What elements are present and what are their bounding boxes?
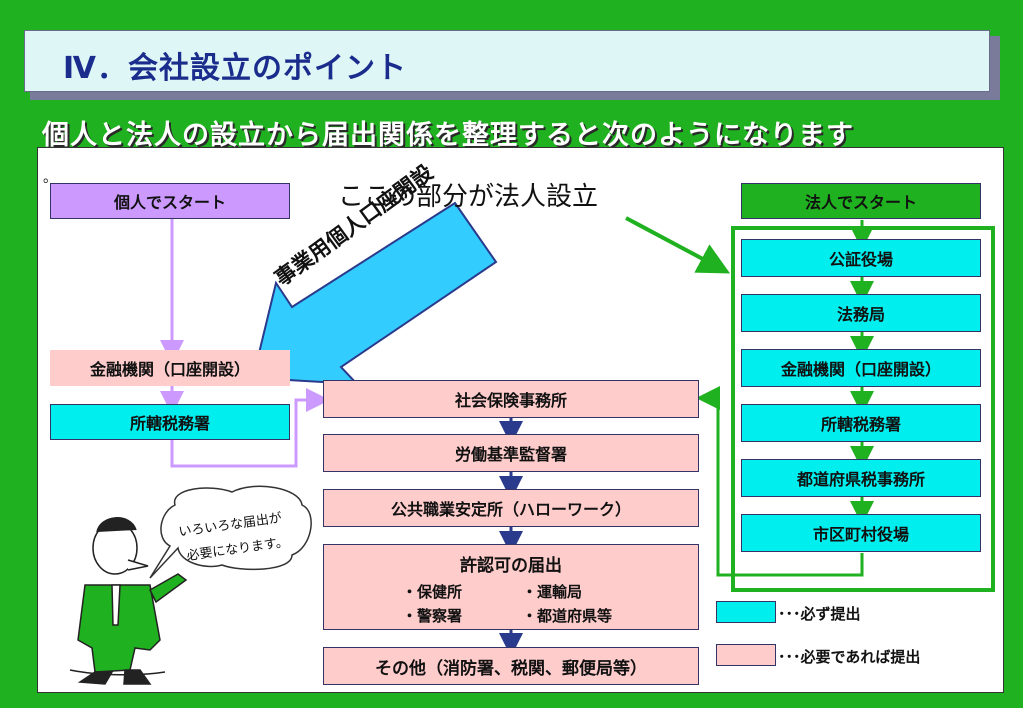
businessman-illustration — [69, 517, 188, 685]
permit-title: 許認可の届出 — [460, 556, 562, 576]
personal-to-center-connector — [170, 388, 330, 468]
permit-item: ・警察署 — [402, 607, 463, 625]
center-step-box: 公共職業安定所（ハローワーク） — [323, 489, 699, 527]
legend-optional-label: ･･･必要であれば提出 — [778, 648, 921, 666]
corporate-step-box: 金融機関（口座開設） — [741, 349, 981, 387]
personal-bank-box: 金融機関（口座開設） — [50, 350, 290, 386]
other-offices-box: その他（消防署、税関、郵便局等） — [323, 647, 699, 685]
speech-bubble — [149, 485, 312, 579]
corporate-step-box: 市区町村役場 — [741, 514, 981, 552]
account-opening-arrow — [251, 201, 498, 386]
permit-box: 許認可の届出 ・保健所 ・運輸局 ・警察署 ・都道府県等 — [323, 544, 699, 630]
stray-mark: 。 — [43, 170, 57, 186]
corporate-callout-text: ここの部分が法人設立 — [338, 182, 599, 212]
personal-start-box: 個人でスタート — [50, 183, 290, 219]
permit-item: ・都道府県等 — [522, 607, 613, 625]
center-step-box: 社会保険事務所 — [323, 380, 699, 418]
personal-tax-office-box: 所轄税務署 — [50, 404, 290, 440]
legend-required-label: ･･･必ず提出 — [778, 605, 861, 623]
corporate-step-box: 公証役場 — [741, 239, 981, 277]
corporate-step-box: 所轄税務署 — [741, 404, 981, 442]
corporate-start-box: 法人でスタート — [741, 183, 981, 219]
corporate-to-center-connector — [696, 386, 864, 577]
callout-arrow — [625, 216, 731, 274]
title-banner: Ⅳ．会社設立のポイント — [24, 30, 990, 92]
center-step-box: 労働基準監督署 — [323, 434, 699, 472]
permit-item: ・運輸局 — [522, 583, 583, 601]
legend-required-swatch — [716, 601, 776, 623]
corporate-step-box: 都道府県税事務所 — [741, 459, 981, 497]
legend-optional-swatch — [716, 644, 776, 666]
permit-item: ・保健所 — [402, 583, 463, 601]
page-title: Ⅳ．会社設立のポイント — [63, 51, 407, 86]
page-subtitle: 個人と法人の設立から届出関係を整理すると次のようになります — [42, 120, 854, 151]
corporate-step-box: 法務局 — [741, 294, 981, 332]
